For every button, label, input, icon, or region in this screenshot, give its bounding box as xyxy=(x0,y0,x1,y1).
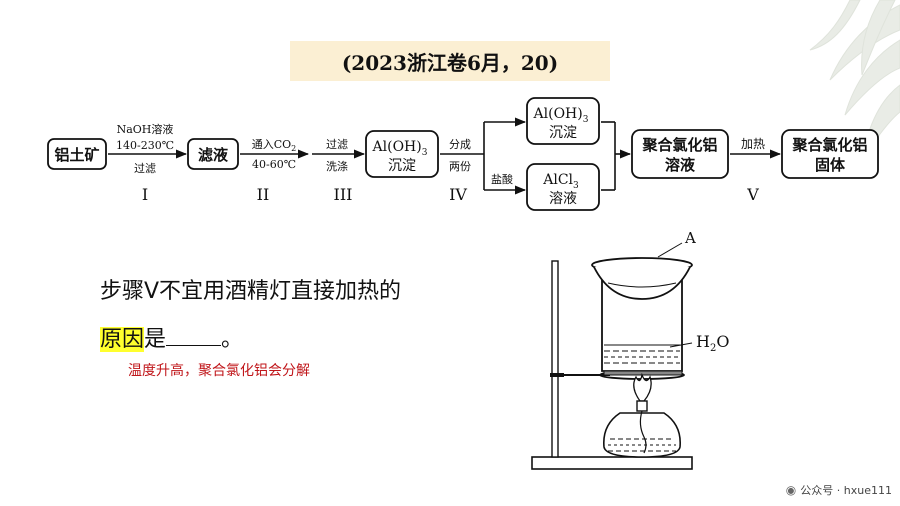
flow-box-filtrate-label: 滤液 xyxy=(198,146,229,164)
arrow2-temp: 40-60℃ xyxy=(252,158,296,171)
box5-state: 溶液 xyxy=(549,191,577,207)
step-label-1: I xyxy=(142,185,148,204)
flow-box-filtrate xyxy=(187,138,239,170)
process-flowchart: 铝土矿 NaOH溶液 140-230℃ 过滤 I 滤液 通入CO2 40-60℃… xyxy=(47,97,879,211)
box7-name: 聚合氯化铝 xyxy=(791,136,867,154)
step-label-4: IV xyxy=(449,185,467,204)
answer-text: 温度升高，聚合氯化铝会分解 xyxy=(128,363,310,379)
flow-box-aloh3-precipitate xyxy=(365,130,439,178)
question-line-2: 原因是 。 xyxy=(100,316,401,364)
flow-box-bauxite-label: 铝土矿 xyxy=(54,146,99,164)
highlighted-keyword: 原因 xyxy=(100,327,145,352)
lamp-fuel xyxy=(608,438,676,452)
box4-formula: Al(OH)3 xyxy=(533,106,589,125)
evaporating-dish xyxy=(593,266,691,300)
watermark-text: 公众号 · hxue111 xyxy=(800,484,892,497)
question-text: 步骤V不宜用酒精灯直接加热的 原因是 。 xyxy=(100,268,401,364)
wire-gauze xyxy=(603,370,683,376)
question-line-2-end: 。 xyxy=(221,327,244,352)
box5-formula: AlCl3 xyxy=(542,172,579,191)
step-label-3: III xyxy=(334,185,353,204)
lamp-wick-holder xyxy=(636,400,648,412)
arrow2-reagent: 通入CO2 xyxy=(252,138,297,153)
flow-box-aloh3-branch xyxy=(526,97,600,145)
water-bath-apparatus: A H2O xyxy=(531,229,729,470)
arrow1-op: 过滤 xyxy=(134,162,156,175)
box4-state: 沉淀 xyxy=(549,125,577,141)
flow-box-bauxite xyxy=(47,138,107,170)
label-a: A xyxy=(684,229,696,247)
alcohol-lamp xyxy=(603,412,681,458)
dish-liquid xyxy=(607,282,677,288)
leaf-decoration xyxy=(809,0,900,161)
page-title: (2023浙江卷6月，20) xyxy=(290,41,610,81)
arrow3-op1: 过滤 xyxy=(326,138,348,151)
arrow3-op2: 洗涤 xyxy=(326,159,348,173)
step-label-5: V xyxy=(746,185,759,204)
box3-formula: Al(OH)3 xyxy=(372,139,428,158)
arrow5-op: 加热 xyxy=(741,137,765,151)
flame xyxy=(633,372,652,402)
wechat-icon: ◉ xyxy=(785,483,797,497)
box3-state: 沉淀 xyxy=(388,158,416,174)
question-line-2-rest: 是 xyxy=(144,327,167,352)
answer-blank xyxy=(166,323,222,346)
watermark: ◉ 公众号 · hxue111 xyxy=(786,482,892,498)
question-line-1: 步骤V不宜用酒精灯直接加热的 xyxy=(100,279,402,304)
stand-rod xyxy=(551,260,559,458)
arrow1-temp: 140-230℃ xyxy=(116,139,174,152)
branch-reagent: 盐酸 xyxy=(491,172,513,186)
box7-state: 固体 xyxy=(815,156,846,174)
lamp-wick xyxy=(639,410,647,454)
flow-box-pac-solution xyxy=(631,129,729,179)
flow-box-alcl3-solution xyxy=(526,163,600,211)
arrow4-op2: 两份 xyxy=(449,160,471,173)
water-level xyxy=(604,344,680,364)
arrow1-reagent: NaOH溶液 xyxy=(117,122,174,136)
box6-name: 聚合氯化铝 xyxy=(641,136,717,154)
label-water: H2O xyxy=(696,332,729,354)
flow-box-pac-solid xyxy=(781,129,879,179)
label-a-pointer xyxy=(657,242,683,258)
arrow4-op1: 分成 xyxy=(449,138,471,151)
step-label-2: II xyxy=(257,185,270,204)
title-text: (2023浙江卷6月，20) xyxy=(341,50,559,75)
box6-state: 溶液 xyxy=(665,156,696,174)
stand-base xyxy=(531,456,693,470)
label-water-pointer xyxy=(669,342,693,348)
